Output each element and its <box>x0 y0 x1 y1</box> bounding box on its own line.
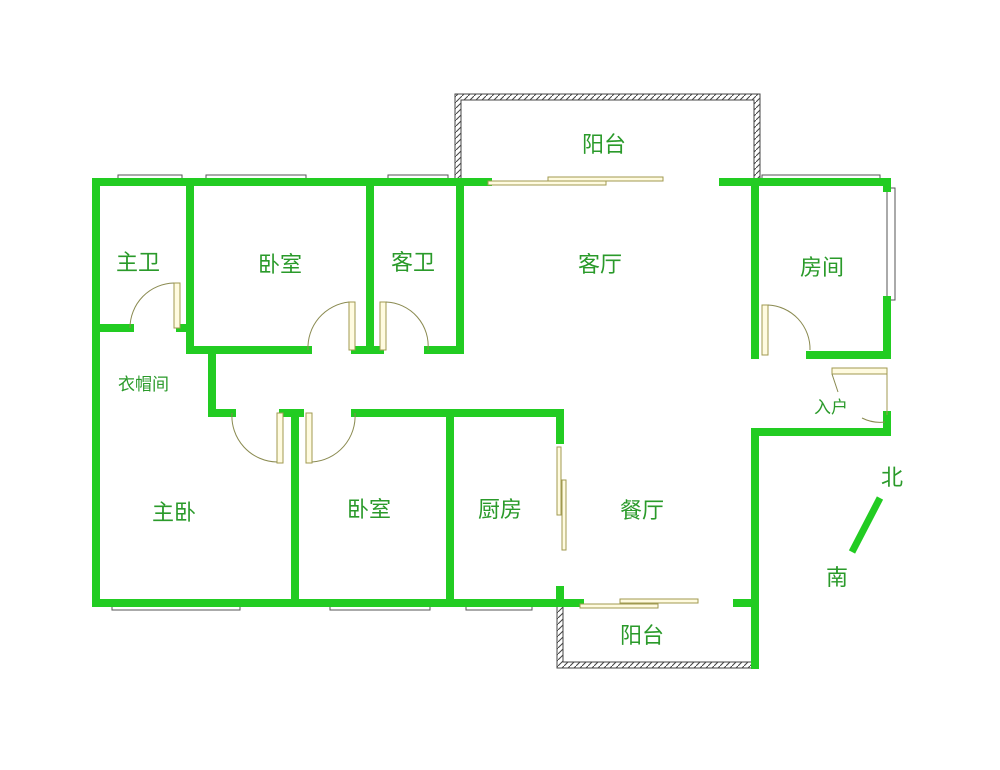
compass-north-label: 北 <box>881 466 903 491</box>
label-living-room: 客厅 <box>578 253 622 278</box>
windows <box>111 174 896 611</box>
label-balcony-south: 阳台 <box>620 624 664 649</box>
label-cloakroom: 衣帽间 <box>118 375 169 395</box>
label-balcony-north: 阳台 <box>582 133 626 158</box>
label-dining-room: 餐厅 <box>620 499 664 524</box>
label-kitchen: 厨房 <box>478 498 522 523</box>
label-guest-bath: 客卫 <box>391 251 435 276</box>
label-entrance: 入户 <box>814 398 848 418</box>
compass-needle <box>848 496 884 554</box>
compass-south-label: 南 <box>826 566 848 591</box>
label-bedroom-north: 卧室 <box>258 253 302 278</box>
label-master-bedroom: 主卧 <box>152 501 196 526</box>
sliding-doors[interactable] <box>487 176 699 609</box>
label-room: 房间 <box>800 256 844 281</box>
label-master-bath: 主卫 <box>116 251 160 276</box>
walls <box>92 178 891 669</box>
label-bedroom-south: 卧室 <box>347 498 391 523</box>
doors[interactable] <box>129 282 888 464</box>
